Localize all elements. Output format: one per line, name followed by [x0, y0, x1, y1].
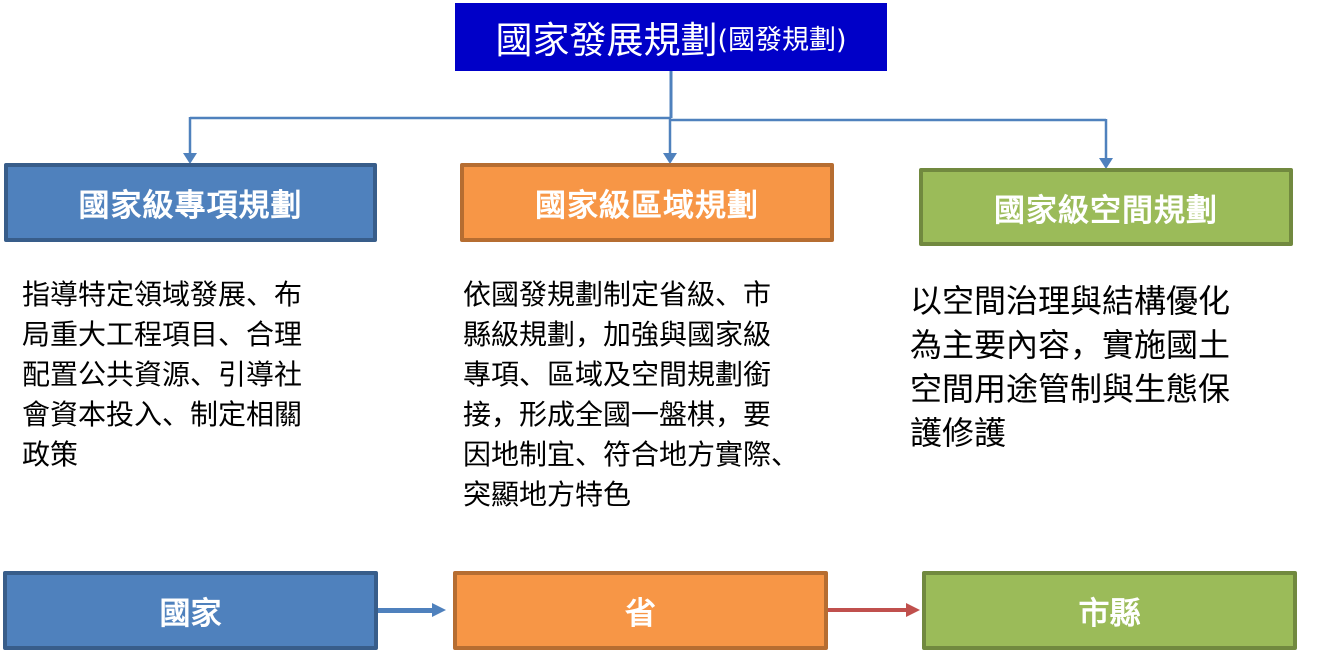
- level-province: 省: [453, 571, 828, 650]
- level-label: 省: [625, 596, 656, 632]
- category-spatial-plan: 國家級空間規劃: [919, 168, 1293, 246]
- arrowhead-province: [432, 603, 446, 617]
- arrow-province-to-city: [826, 608, 908, 612]
- level-label: 國家: [159, 596, 222, 632]
- description-line: 突顯地方特色: [463, 478, 632, 511]
- arrow-nation-to-province: [376, 608, 433, 613]
- description-line: 會資本投入、制定相關: [22, 398, 303, 431]
- description-special-plan: 指導特定領域發展、布 局重大工程項目、合理 配置公共資源、引導社 會資本投入、制…: [22, 275, 302, 475]
- description-line: 為主要內容，實施國土: [910, 326, 1231, 364]
- description-line: 接，形成全國一盤棋，要: [463, 398, 772, 431]
- description-spatial-plan: 以空間治理與結構優化 為主要內容，實施國土 空間用途管制與生態保 護修護: [910, 279, 1230, 455]
- description-line: 縣級規劃，加強與國家級: [463, 318, 772, 351]
- level-city-county: 市縣: [922, 571, 1297, 650]
- description-line: 以空間治理與結構優化: [910, 282, 1231, 320]
- top-title: 國家發展規劃: [495, 19, 718, 62]
- description-line: 指導特定領域發展、布: [22, 278, 303, 311]
- category-label: 國家級空間規劃: [994, 192, 1218, 229]
- description-line: 配置公共資源、引導社: [22, 358, 303, 391]
- description-line: 護修護: [910, 414, 1007, 452]
- top-abbr: (國發規劃): [717, 24, 847, 56]
- category-label: 國家級區域規劃: [535, 188, 759, 224]
- arrowhead-city: [906, 603, 920, 617]
- level-nation: 國家: [3, 571, 378, 650]
- description-line: 因地制宜、符合地方實際、: [463, 438, 800, 471]
- category-label: 國家級專項規劃: [78, 188, 303, 224]
- description-line: 空間用途管制與生態保: [910, 370, 1231, 408]
- description-line: 政策: [22, 438, 79, 471]
- category-special-plan: 國家級專項規劃: [4, 163, 377, 242]
- level-label: 市縣: [1078, 596, 1141, 632]
- description-regional-plan: 依國發規劃制定省級、市 縣級規劃，加強與國家級 專項、區域及空間規劃銜 接，形成…: [463, 275, 799, 515]
- description-line: 依國發規劃制定省級、市: [463, 278, 772, 311]
- description-line: 局重大工程項目、合理: [22, 318, 303, 351]
- national-development-plan-box: 國家發展規劃(國發規劃): [455, 3, 887, 71]
- category-regional-plan: 國家級區域規劃: [460, 163, 834, 242]
- description-line: 專項、區域及空間規劃銜: [463, 358, 772, 391]
